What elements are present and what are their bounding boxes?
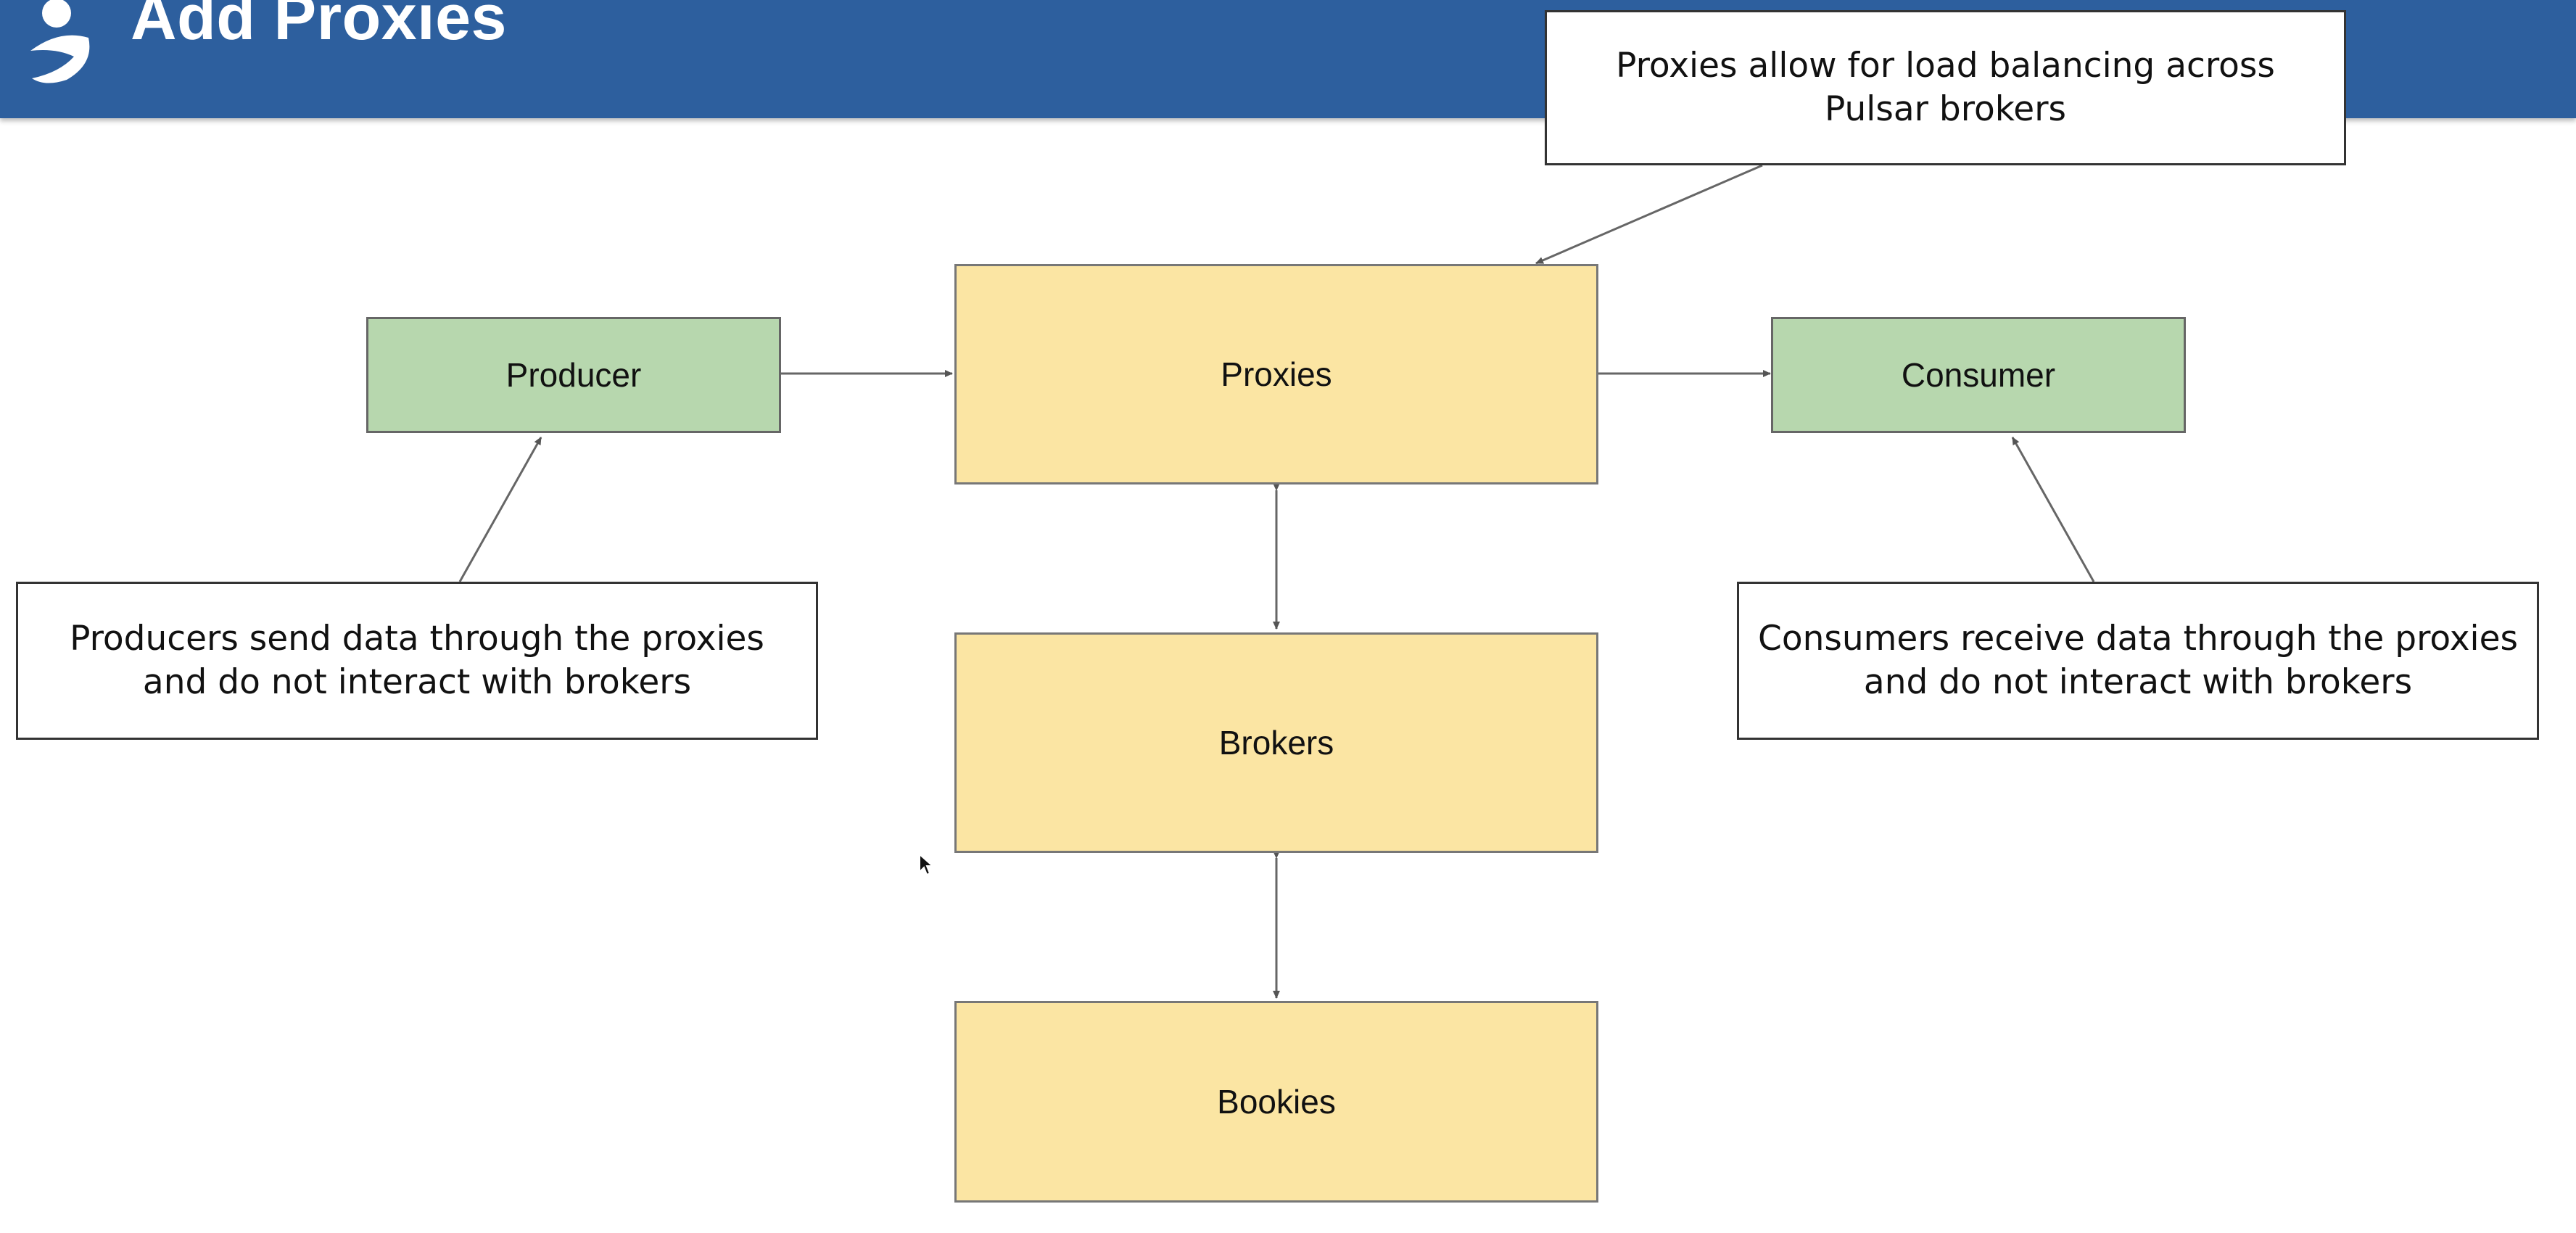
pointer-proxies-note <box>1535 164 1763 265</box>
proxies-note: Proxies allow for load balancing across … <box>1545 10 2346 165</box>
pointer-consumers-note <box>2011 437 2095 582</box>
producer-node: Producer <box>366 317 781 433</box>
bookies-node: Bookies <box>954 1001 1598 1203</box>
mouse-cursor-icon <box>919 853 934 876</box>
brokers-node: Brokers <box>954 632 1598 853</box>
consumers-note: Consumers receive data through the proxi… <box>1737 582 2539 740</box>
consumer-node: Consumer <box>1771 317 2186 433</box>
producers-note: Producers send data through the proxies … <box>16 582 818 740</box>
pointer-producers-note <box>458 437 542 582</box>
slide-title: Add Proxies <box>131 0 507 53</box>
pulsar-logo-icon <box>30 0 90 83</box>
proxies-node: Proxies <box>954 264 1598 484</box>
